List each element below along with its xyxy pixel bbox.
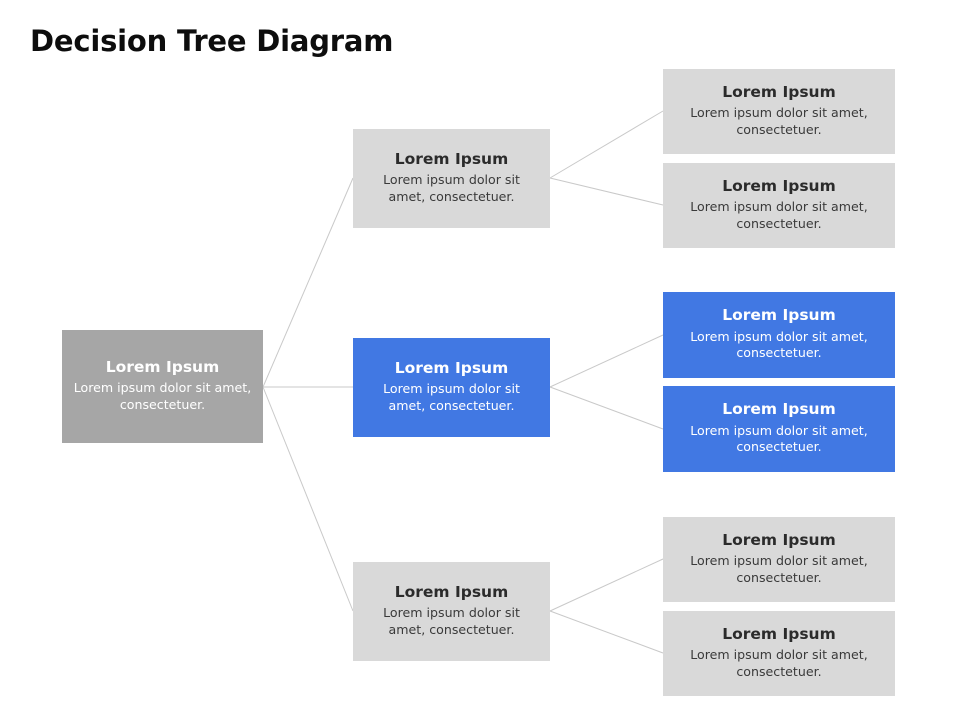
tree-node-branch-1[interactable]: Lorem Ipsum Lorem ipsum dolor sit amet, … bbox=[353, 129, 550, 228]
node-heading: Lorem Ipsum bbox=[722, 176, 836, 195]
tree-node-branch-3-leaf-1[interactable]: Lorem Ipsum Lorem ipsum dolor sit amet, … bbox=[663, 517, 895, 602]
node-heading: Lorem Ipsum bbox=[394, 149, 509, 168]
node-heading: Lorem Ipsum bbox=[394, 582, 509, 601]
connector-root-to-branch-1 bbox=[262, 177, 354, 388]
node-description: Lorem ipsum dolor sit amet, consectetuer… bbox=[690, 553, 868, 585]
node-description: Lorem ipsum dolor sit amet, consectetuer… bbox=[690, 199, 868, 231]
tree-node-root[interactable]: Lorem Ipsum Lorem ipsum dolor sit amet, … bbox=[62, 330, 263, 443]
node-description: Lorem ipsum dolor sit amet, consectetuer… bbox=[690, 105, 868, 137]
tree-node-branch-3[interactable]: Lorem Ipsum Lorem ipsum dolor sit amet, … bbox=[353, 562, 550, 661]
connector-branch-1-to-leaf-1 bbox=[549, 110, 664, 179]
node-heading: Lorem Ipsum bbox=[105, 357, 220, 376]
connector-branch-1-to-leaf-2 bbox=[549, 177, 664, 206]
page-title: Decision Tree Diagram bbox=[30, 24, 394, 58]
connector-root-to-branch-3 bbox=[262, 386, 354, 612]
tree-node-branch-3-leaf-2[interactable]: Lorem Ipsum Lorem ipsum dolor sit amet, … bbox=[663, 611, 895, 696]
node-description: Lorem ipsum dolor sit amet, consectetuer… bbox=[73, 380, 252, 412]
tree-node-branch-2[interactable]: Lorem Ipsum Lorem ipsum dolor sit amet, … bbox=[353, 338, 550, 437]
connector-branch-3-to-leaf-2 bbox=[549, 610, 664, 654]
node-heading: Lorem Ipsum bbox=[722, 530, 836, 549]
tree-node-branch-2-leaf-2[interactable]: Lorem Ipsum Lorem ipsum dolor sit amet, … bbox=[663, 386, 895, 472]
node-heading: Lorem Ipsum bbox=[722, 82, 836, 101]
connector-branch-2-to-leaf-2 bbox=[549, 386, 664, 430]
node-description: Lorem ipsum dolor sit amet, consectetuer… bbox=[383, 381, 520, 413]
node-description: Lorem ipsum dolor sit amet, consectetuer… bbox=[690, 647, 868, 679]
node-description: Lorem ipsum dolor sit amet, consectetuer… bbox=[383, 605, 520, 637]
node-description: Lorem ipsum dolor sit amet, consectetuer… bbox=[383, 172, 520, 204]
node-heading: Lorem Ipsum bbox=[722, 400, 836, 419]
node-description: Lorem ipsum dolor sit amet, consectetuer… bbox=[690, 422, 868, 455]
tree-node-branch-2-leaf-1[interactable]: Lorem Ipsum Lorem ipsum dolor sit amet, … bbox=[663, 292, 895, 378]
connector-branch-3-to-leaf-1 bbox=[549, 558, 664, 612]
node-description: Lorem ipsum dolor sit amet, consectetuer… bbox=[690, 328, 868, 361]
connector-branch-2-to-leaf-1 bbox=[549, 334, 664, 388]
node-heading: Lorem Ipsum bbox=[394, 358, 509, 377]
node-heading: Lorem Ipsum bbox=[722, 306, 836, 325]
tree-node-branch-1-leaf-2[interactable]: Lorem Ipsum Lorem ipsum dolor sit amet, … bbox=[663, 163, 895, 248]
node-heading: Lorem Ipsum bbox=[722, 624, 836, 643]
tree-node-branch-1-leaf-1[interactable]: Lorem Ipsum Lorem ipsum dolor sit amet, … bbox=[663, 69, 895, 154]
